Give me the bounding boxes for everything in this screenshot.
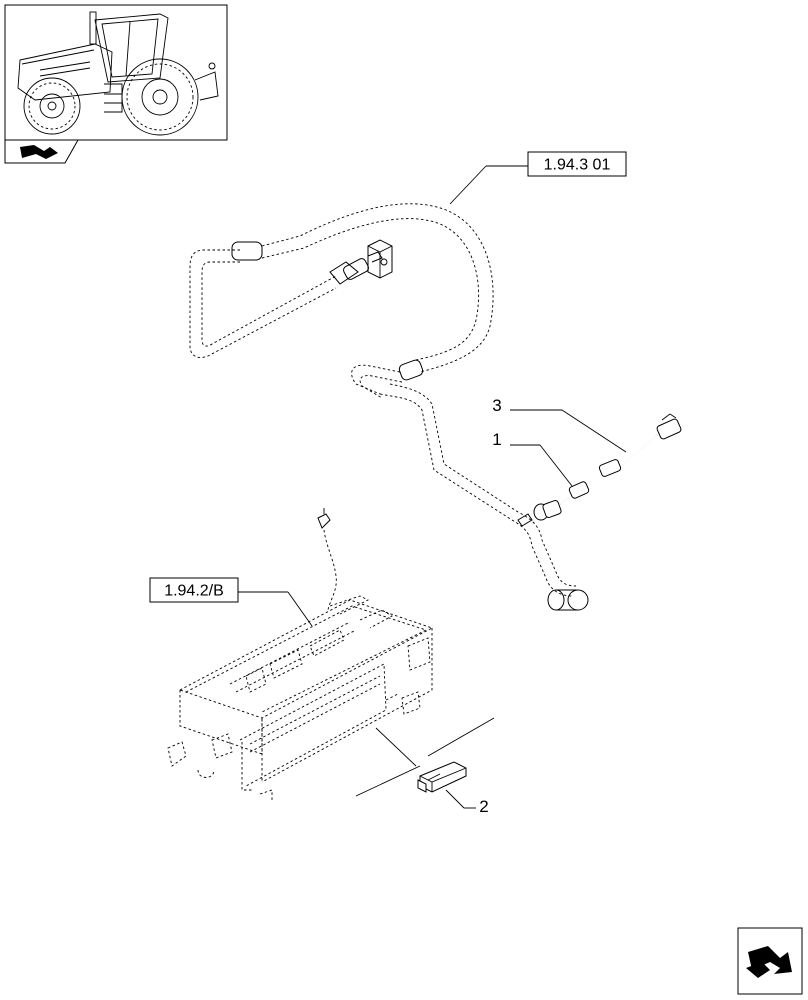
harness-connector	[398, 359, 424, 381]
leader-1-diagonal	[539, 444, 573, 487]
tractor-icon	[17, 11, 219, 136]
part-1-sensor[interactable]	[533, 481, 590, 521]
part-3-connector-b	[656, 418, 682, 440]
thumbnail-tab	[4, 139, 79, 164]
reference-upper[interactable]: 1.94.3 01	[527, 151, 627, 177]
harness-end-cap	[547, 589, 589, 611]
part-3-cable[interactable]	[598, 413, 682, 477]
leader-lower-diagonal	[287, 591, 313, 627]
control-box-lead	[317, 508, 337, 611]
leader-3-diagonal	[561, 409, 627, 453]
upper-harness	[189, 203, 589, 611]
callout-2: 2	[479, 797, 488, 816]
tractor-thumbnail	[4, 4, 228, 141]
callout-3: 3	[492, 396, 501, 415]
harness-bracket	[367, 239, 393, 279]
reference-lower[interactable]: 1.94.2/B	[149, 577, 239, 603]
harness-sleeve	[231, 241, 263, 261]
part-1-connector	[568, 481, 590, 499]
leader-upper-diagonal	[449, 165, 487, 205]
reference-upper-label: 1.94.3 01	[544, 157, 611, 174]
part-2-module[interactable]	[417, 761, 467, 793]
reference-lower-label: 1.94.2/B	[164, 583, 224, 600]
callout-1: 1	[492, 430, 501, 449]
part-2-guides	[355, 717, 495, 797]
page-turn-icon[interactable]	[737, 927, 803, 995]
leader-2-diagonal	[445, 789, 465, 809]
control-box	[167, 595, 434, 800]
part-3-connector-a	[598, 459, 622, 477]
